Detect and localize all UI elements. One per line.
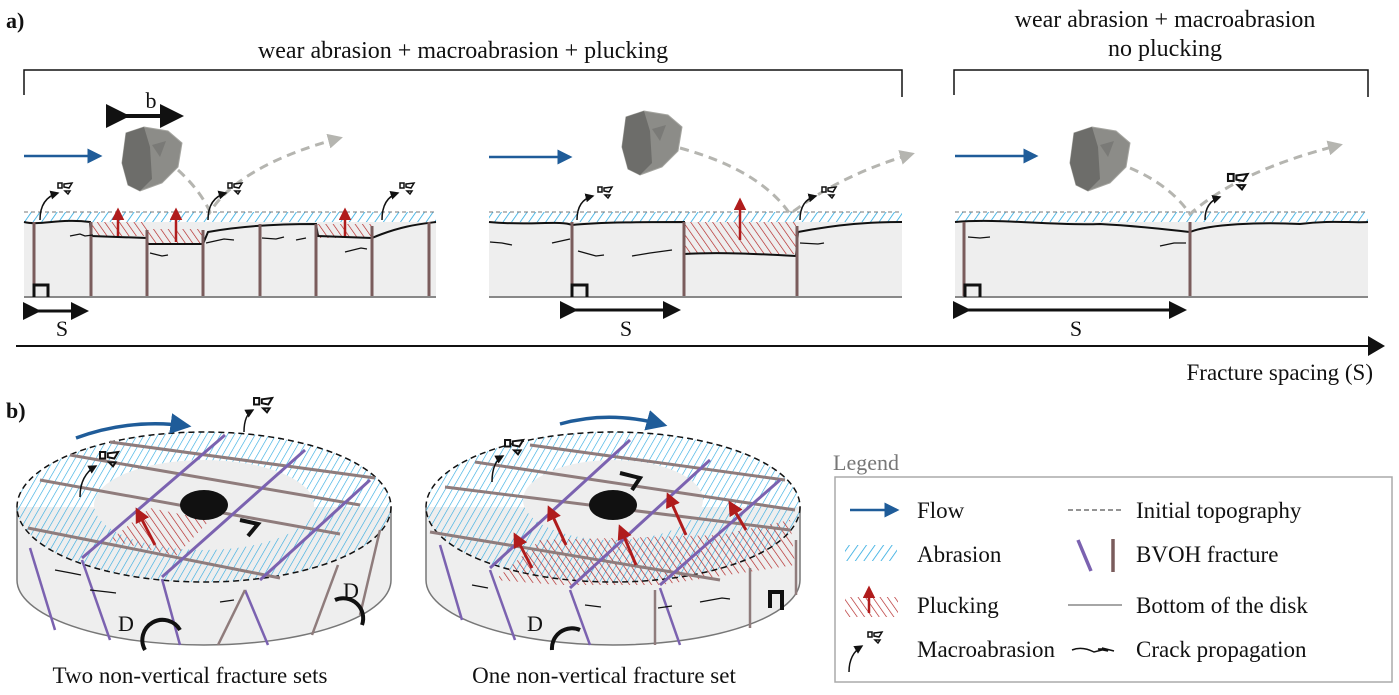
cracks: [967, 236, 1186, 247]
plucking-hatch-icon: [845, 597, 898, 617]
plucking-arrows: [513, 492, 748, 569]
group2-bracket: [953, 69, 1369, 97]
boulder: [621, 110, 683, 176]
abrasion-layer: [24, 212, 436, 222]
right-angle-marker: [768, 590, 784, 610]
boulder: [121, 126, 183, 192]
plucking-zone: [110, 508, 210, 556]
b-label: b: [146, 88, 157, 113]
legend-label-bottom: Bottom of the disk: [1136, 593, 1308, 618]
group1-bracket: [23, 69, 903, 97]
bedrock-block: [24, 222, 436, 297]
purple-fractures: [488, 438, 781, 590]
eroded-surface: [23, 219, 437, 245]
plucking-arrows: [111, 207, 352, 242]
abrasion-layer: [489, 212, 902, 222]
panel-a-label: a): [6, 8, 24, 33]
legend-label-initial-topography: Initial topography: [1136, 498, 1302, 523]
macroabrasion-events: [39, 182, 415, 221]
disk-two-nonvertical-sets: D D Two non-vertical fracture sets: [16, 397, 392, 688]
initial-topography-outline: [425, 431, 801, 583]
boulder: [1069, 126, 1131, 192]
group2-title-line1: wear abrasion + macroabrasion: [1015, 7, 1316, 33]
macroabrasion-events: [1204, 172, 1249, 221]
s-label: S: [620, 316, 632, 341]
right-angle-marker: [570, 283, 589, 297]
dip-label: D: [343, 578, 359, 603]
s-label: S: [56, 316, 68, 341]
bvoh-fracture-icon: [1076, 539, 1115, 572]
disk-one-nonvertical-set: D One non-vertical fracture set: [425, 410, 801, 688]
crack-icon: [1071, 647, 1115, 653]
rotation-flow-arrow: [559, 410, 668, 431]
initial-topography-outline: [16, 431, 392, 583]
legend-label-bvoh: BVOH fracture: [1136, 542, 1278, 567]
scenario-close-spacing: b S: [23, 88, 437, 341]
group1-title: wear abrasion + macroabrasion + plucking: [258, 38, 668, 64]
dip-label: D: [527, 611, 543, 636]
saltation-trajectory: [176, 133, 343, 216]
legend-label-macroabrasion: Macroabrasion: [917, 637, 1055, 662]
axis-arrowhead-icon: [1368, 336, 1385, 356]
panel-b-label: b): [6, 398, 26, 423]
scenario-medium-spacing: S: [488, 110, 915, 341]
legend-label-flow: Flow: [917, 498, 965, 523]
plucking-arrow: [135, 507, 157, 546]
abrasion-hatch-icon: [845, 545, 897, 561]
macroabrasion-events: [576, 186, 837, 221]
group2-title-line2: no plucking: [1108, 36, 1222, 62]
eroded-surface: [954, 219, 1369, 234]
disk-center-hole: [180, 490, 228, 520]
saltation-trajectory: [679, 146, 915, 217]
cracks: [69, 233, 368, 257]
side-fractures: [28, 547, 270, 646]
dip-label: D: [118, 611, 134, 636]
legend-box: [834, 476, 1393, 683]
rotation-flow-arrow: [75, 413, 192, 440]
legend-label-crack: Crack propagation: [1136, 637, 1307, 662]
plucking-zone: [495, 520, 795, 585]
scenario-wide-spacing: S: [953, 126, 1369, 341]
dip-angle-arc: [549, 626, 581, 651]
legend-title: Legend: [833, 450, 899, 475]
bedrock-block: [955, 222, 1368, 297]
saltation-trajectory: [1129, 140, 1343, 217]
disk-center-hole: [589, 490, 637, 520]
purple-fractures: [81, 433, 372, 582]
right-angle-marker: [963, 283, 982, 297]
legend: Legend Flow Abrasion Plucking Macroabras…: [833, 450, 1393, 683]
abrasion-layer: [955, 212, 1368, 222]
dip-angle-arc: [140, 617, 182, 651]
right-angle-marker: [32, 283, 50, 297]
macroabrasion-icon: [848, 631, 883, 673]
axis-label: Fracture spacing (S): [1187, 360, 1374, 385]
disk2-caption: One non-vertical fracture set: [472, 663, 736, 688]
dip-angle-arc: [334, 596, 366, 626]
legend-label-abrasion: Abrasion: [917, 542, 1002, 567]
disk1-caption: Two non-vertical fracture sets: [53, 663, 328, 688]
legend-label-plucking: Plucking: [917, 593, 999, 618]
right-angle-marker: [619, 471, 644, 492]
cracks: [489, 238, 825, 257]
s-label: S: [1070, 316, 1082, 341]
right-angle-marker: [239, 518, 262, 538]
